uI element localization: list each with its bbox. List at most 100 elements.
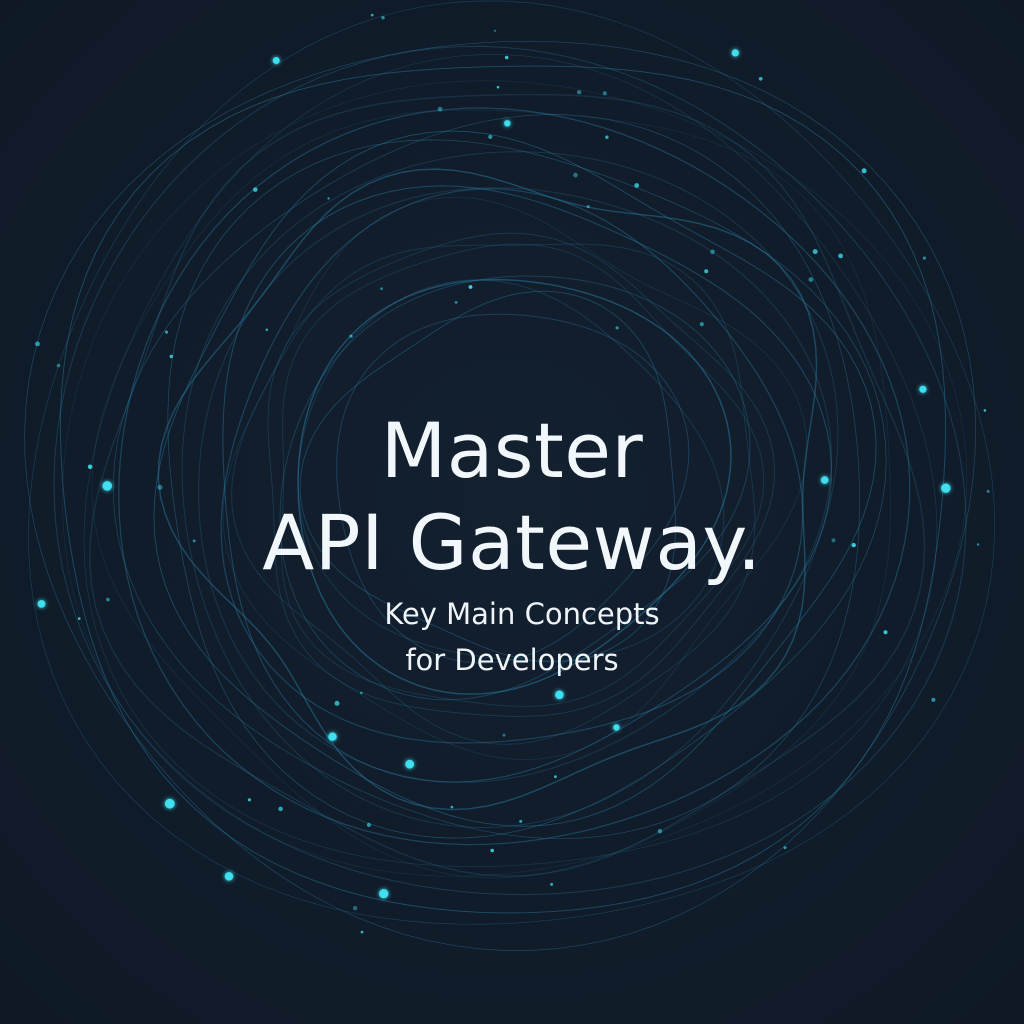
network-node <box>613 724 620 731</box>
network-node <box>157 484 163 490</box>
network-ring <box>197 187 833 783</box>
network-node <box>224 872 234 881</box>
network-node <box>983 409 987 412</box>
network-node <box>838 253 843 259</box>
network-node <box>272 57 280 64</box>
network-node <box>380 287 383 290</box>
network-node <box>37 600 46 608</box>
network-node <box>265 328 269 332</box>
network-node <box>555 690 564 700</box>
network-node <box>931 697 936 702</box>
network-node <box>437 106 443 112</box>
network-node <box>379 889 389 899</box>
title-line-2: API Gateway. <box>262 498 762 587</box>
network-ring <box>89 93 926 877</box>
network-ring <box>24 40 977 951</box>
network-node <box>657 829 663 834</box>
subtitle-line-2: for Developers <box>405 643 619 677</box>
network-ring <box>336 313 690 664</box>
network-ring <box>118 107 911 846</box>
network-node <box>731 49 739 57</box>
network-ring <box>112 114 860 840</box>
network-node <box>519 819 523 823</box>
network-node <box>550 882 554 886</box>
network-ring <box>220 188 804 744</box>
network-node <box>812 249 818 255</box>
network-node <box>502 733 506 737</box>
network-node <box>35 341 40 347</box>
network-node <box>490 848 495 853</box>
network-ring <box>153 130 877 827</box>
network-ring <box>279 275 751 701</box>
network-node <box>349 334 353 338</box>
network-ring <box>91 109 891 879</box>
network-ring <box>280 243 765 707</box>
network-node <box>699 322 704 327</box>
network-node <box>634 183 640 188</box>
network-node <box>573 172 578 178</box>
network-node <box>327 197 330 200</box>
network-node <box>976 543 980 546</box>
network-ring <box>53 45 967 896</box>
network-node <box>861 168 867 174</box>
network-node <box>808 277 814 282</box>
network-node <box>360 691 363 695</box>
title-block: Master API Gateway. <box>0 405 1024 589</box>
network-node <box>56 363 61 368</box>
subtitle-block: Key Main Concepts for Developers <box>0 591 1024 683</box>
network-node <box>381 16 385 20</box>
network-node <box>366 822 371 828</box>
network-node <box>488 134 493 139</box>
network-node <box>87 464 93 470</box>
network-node <box>496 85 500 89</box>
network-node <box>450 805 454 809</box>
network-node <box>504 120 511 127</box>
network-node <box>615 326 619 330</box>
network-node <box>405 759 415 769</box>
network-node <box>820 476 829 484</box>
network-node <box>468 285 473 289</box>
network-ring <box>297 278 732 695</box>
network-node <box>454 301 458 304</box>
network-node <box>758 76 763 81</box>
network-node <box>602 91 607 96</box>
network-node <box>883 630 888 635</box>
network-node <box>941 483 951 493</box>
network-ring <box>83 54 938 867</box>
network-node <box>577 90 582 95</box>
network-node <box>783 846 787 850</box>
network-rings <box>24 0 996 951</box>
network-node <box>164 798 175 809</box>
network-node <box>278 806 283 812</box>
network-node <box>77 617 81 620</box>
network-ring <box>222 196 808 760</box>
network-node <box>334 700 340 706</box>
network-node <box>605 135 609 139</box>
network-node <box>986 489 990 493</box>
network-ring <box>28 0 996 925</box>
network-node <box>493 29 497 32</box>
network-node <box>328 732 337 741</box>
network-node <box>504 55 509 60</box>
network-node <box>253 187 258 192</box>
network-node <box>192 539 196 543</box>
network-ring <box>181 151 839 829</box>
network-node <box>922 256 927 260</box>
network-node <box>106 597 110 602</box>
network-ring <box>60 65 946 914</box>
network-node <box>704 269 709 274</box>
network-nodes <box>35 13 990 934</box>
network-node <box>370 13 374 17</box>
network-ring <box>157 168 818 811</box>
network-node <box>352 906 358 911</box>
network-ring <box>299 290 676 663</box>
network-ring <box>267 232 775 717</box>
network-node <box>247 798 251 802</box>
network-node <box>102 481 112 491</box>
network-ring <box>230 243 756 745</box>
network-node <box>164 330 169 334</box>
network-node <box>710 249 715 255</box>
network-ring <box>222 185 832 783</box>
